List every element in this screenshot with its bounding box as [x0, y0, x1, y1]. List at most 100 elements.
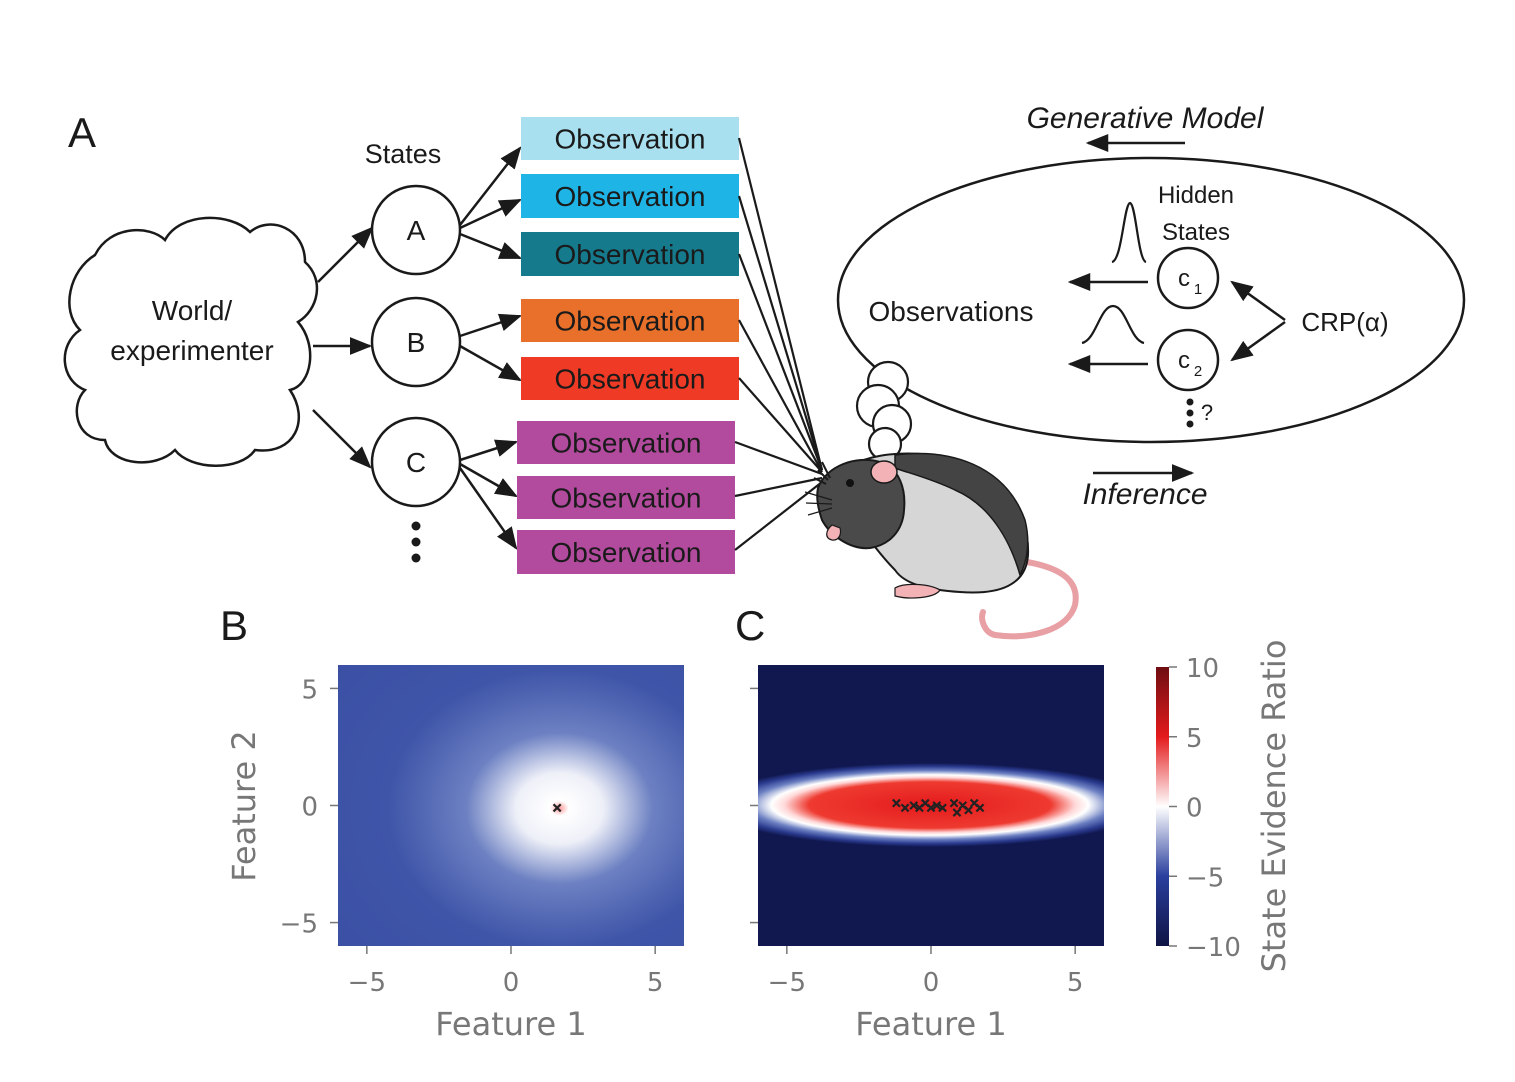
cluster-c2-label: c — [1178, 347, 1190, 374]
panel-c-xlabel: Feature 1 — [855, 1005, 1006, 1043]
x-tick-label: −5 — [348, 968, 386, 998]
colorbar-label: State Evidence Ratio — [1255, 640, 1293, 973]
panel-b-letter: B — [220, 602, 248, 649]
observation-box-1 — [521, 117, 739, 160]
panel-b-marks: −5 0 5 5 0 −5 — [280, 675, 664, 998]
observation-box-8 — [517, 530, 735, 574]
data-point-3 — [909, 801, 919, 810]
observation-label-2: Observation — [555, 181, 706, 212]
cluster-c1-label: c — [1178, 265, 1190, 292]
state-c: C — [370, 416, 462, 508]
x-tick-label: 0 — [923, 968, 940, 998]
observation-box-5 — [521, 357, 739, 400]
panel-a-letter: A — [68, 109, 96, 156]
colorbar-tick-label: 0 — [1186, 794, 1203, 824]
bubble-observations-label: Observations — [869, 296, 1034, 327]
inference-label: Inference — [1082, 478, 1207, 511]
x-tick-label: 0 — [503, 968, 520, 998]
data-point-2 — [900, 803, 910, 813]
rat-hind-foot — [894, 583, 941, 599]
data-point-12 — [964, 805, 973, 815]
states-label: States — [1162, 219, 1230, 246]
colorbar-tick-label: −10 — [1186, 933, 1241, 963]
observation-box-2 — [521, 174, 739, 218]
narrow-gaussian-icon — [1111, 201, 1147, 264]
colorbar — [1156, 667, 1169, 946]
state-b-label: B — [407, 327, 426, 358]
data-point-6 — [926, 803, 936, 813]
data-point-10 — [952, 808, 962, 817]
cluster-c2 — [1156, 328, 1220, 392]
x-tick-label: 5 — [1067, 968, 1084, 998]
observation-box-3 — [521, 232, 739, 276]
arrow-world-to-a — [317, 226, 374, 283]
rat-tail — [979, 557, 1079, 640]
panel-b-heatmap — [338, 665, 684, 946]
world-cloud — [63, 216, 319, 467]
unknown-clusters-mark: ? — [1201, 400, 1213, 425]
x-tick-label: 5 — [647, 968, 664, 998]
observation-box-6 — [517, 421, 735, 464]
observation-box-7 — [517, 476, 735, 519]
states-heading: States — [365, 139, 442, 169]
data-point-7 — [932, 801, 942, 810]
colorbar-tick-label: −5 — [1186, 863, 1224, 893]
rat-eye — [846, 479, 854, 487]
rat-back — [894, 452, 1029, 577]
arrow-prior-to-c1 — [1230, 280, 1286, 322]
arrow-prior-to-c2 — [1230, 320, 1286, 362]
rat-front-paw — [826, 524, 842, 541]
experimenter-label: experimenter — [110, 335, 273, 366]
cluster-c2-subscript: 2 — [1194, 363, 1202, 380]
more-states-dots — [411, 521, 421, 563]
panel-c-heatmap-clip — [758, 763, 1104, 847]
state-a-label: A — [407, 215, 426, 246]
rat-illustration — [804, 452, 1079, 640]
observation-label-7: Observation — [551, 483, 702, 514]
observation-label-4: Observation — [555, 306, 706, 337]
x-tick-label: −5 — [768, 968, 806, 998]
hidden-label: Hidden — [1158, 182, 1234, 209]
y-tick-label: −5 — [280, 910, 318, 940]
data-point-9 — [949, 798, 959, 808]
observation-label-5: Observation — [555, 364, 706, 395]
data-point-1 — [892, 798, 901, 808]
observation-label-3: Observation — [555, 239, 706, 270]
world-label: World/ — [152, 295, 233, 326]
observation-label-6: Observation — [551, 428, 702, 459]
observation-boxes: ObservationObservationObservationObserva… — [517, 117, 739, 574]
y-tick-label: 0 — [301, 793, 318, 823]
rat-nose-tufts — [813, 461, 831, 485]
crp-prior-label: CRP(α) — [1301, 307, 1388, 337]
panel-c-marks: −5 0 5 — [750, 687, 1084, 998]
colorbar-tick-label: 10 — [1186, 654, 1219, 684]
colorbar-tick-label: 5 — [1186, 724, 1203, 754]
state-to-observation-arrows — [458, 146, 523, 550]
observation-label-1: Observation — [555, 124, 706, 155]
state-b: B — [370, 296, 462, 388]
panel-b-ylabel: Feature 2 — [225, 730, 263, 881]
rat-ear — [870, 460, 898, 484]
data-point-14 — [975, 803, 985, 813]
wide-gaussian-icon — [1081, 304, 1145, 345]
colorbar-ticks: 10 5 0 −5 −10 — [1169, 654, 1241, 963]
panel-c-evidence-blob — [758, 763, 1104, 847]
panel-c-letter: C — [735, 602, 765, 649]
arrow-world-to-c — [312, 409, 372, 469]
state-a: A — [370, 184, 462, 276]
cluster-c1 — [1156, 246, 1220, 310]
rat-whiskers — [804, 491, 833, 516]
observation-box-4 — [521, 299, 739, 342]
data-point-8 — [938, 803, 947, 813]
cluster-c1-subscript: 1 — [1194, 281, 1202, 298]
observation-label-8: Observation — [551, 537, 702, 568]
generative-model-label: Generative Model — [1027, 102, 1265, 135]
panel-b-xlabel: Feature 1 — [435, 1005, 586, 1043]
thought-bubble: Observations Hidden States c 1 c 2 CRP(α… — [836, 156, 1466, 462]
state-c-label: C — [406, 447, 426, 478]
y-tick-label: 5 — [301, 675, 318, 705]
observation-to-mouse-lines — [734, 137, 824, 551]
data-point-1 — [552, 803, 562, 813]
more-clusters-dots — [1186, 398, 1194, 428]
